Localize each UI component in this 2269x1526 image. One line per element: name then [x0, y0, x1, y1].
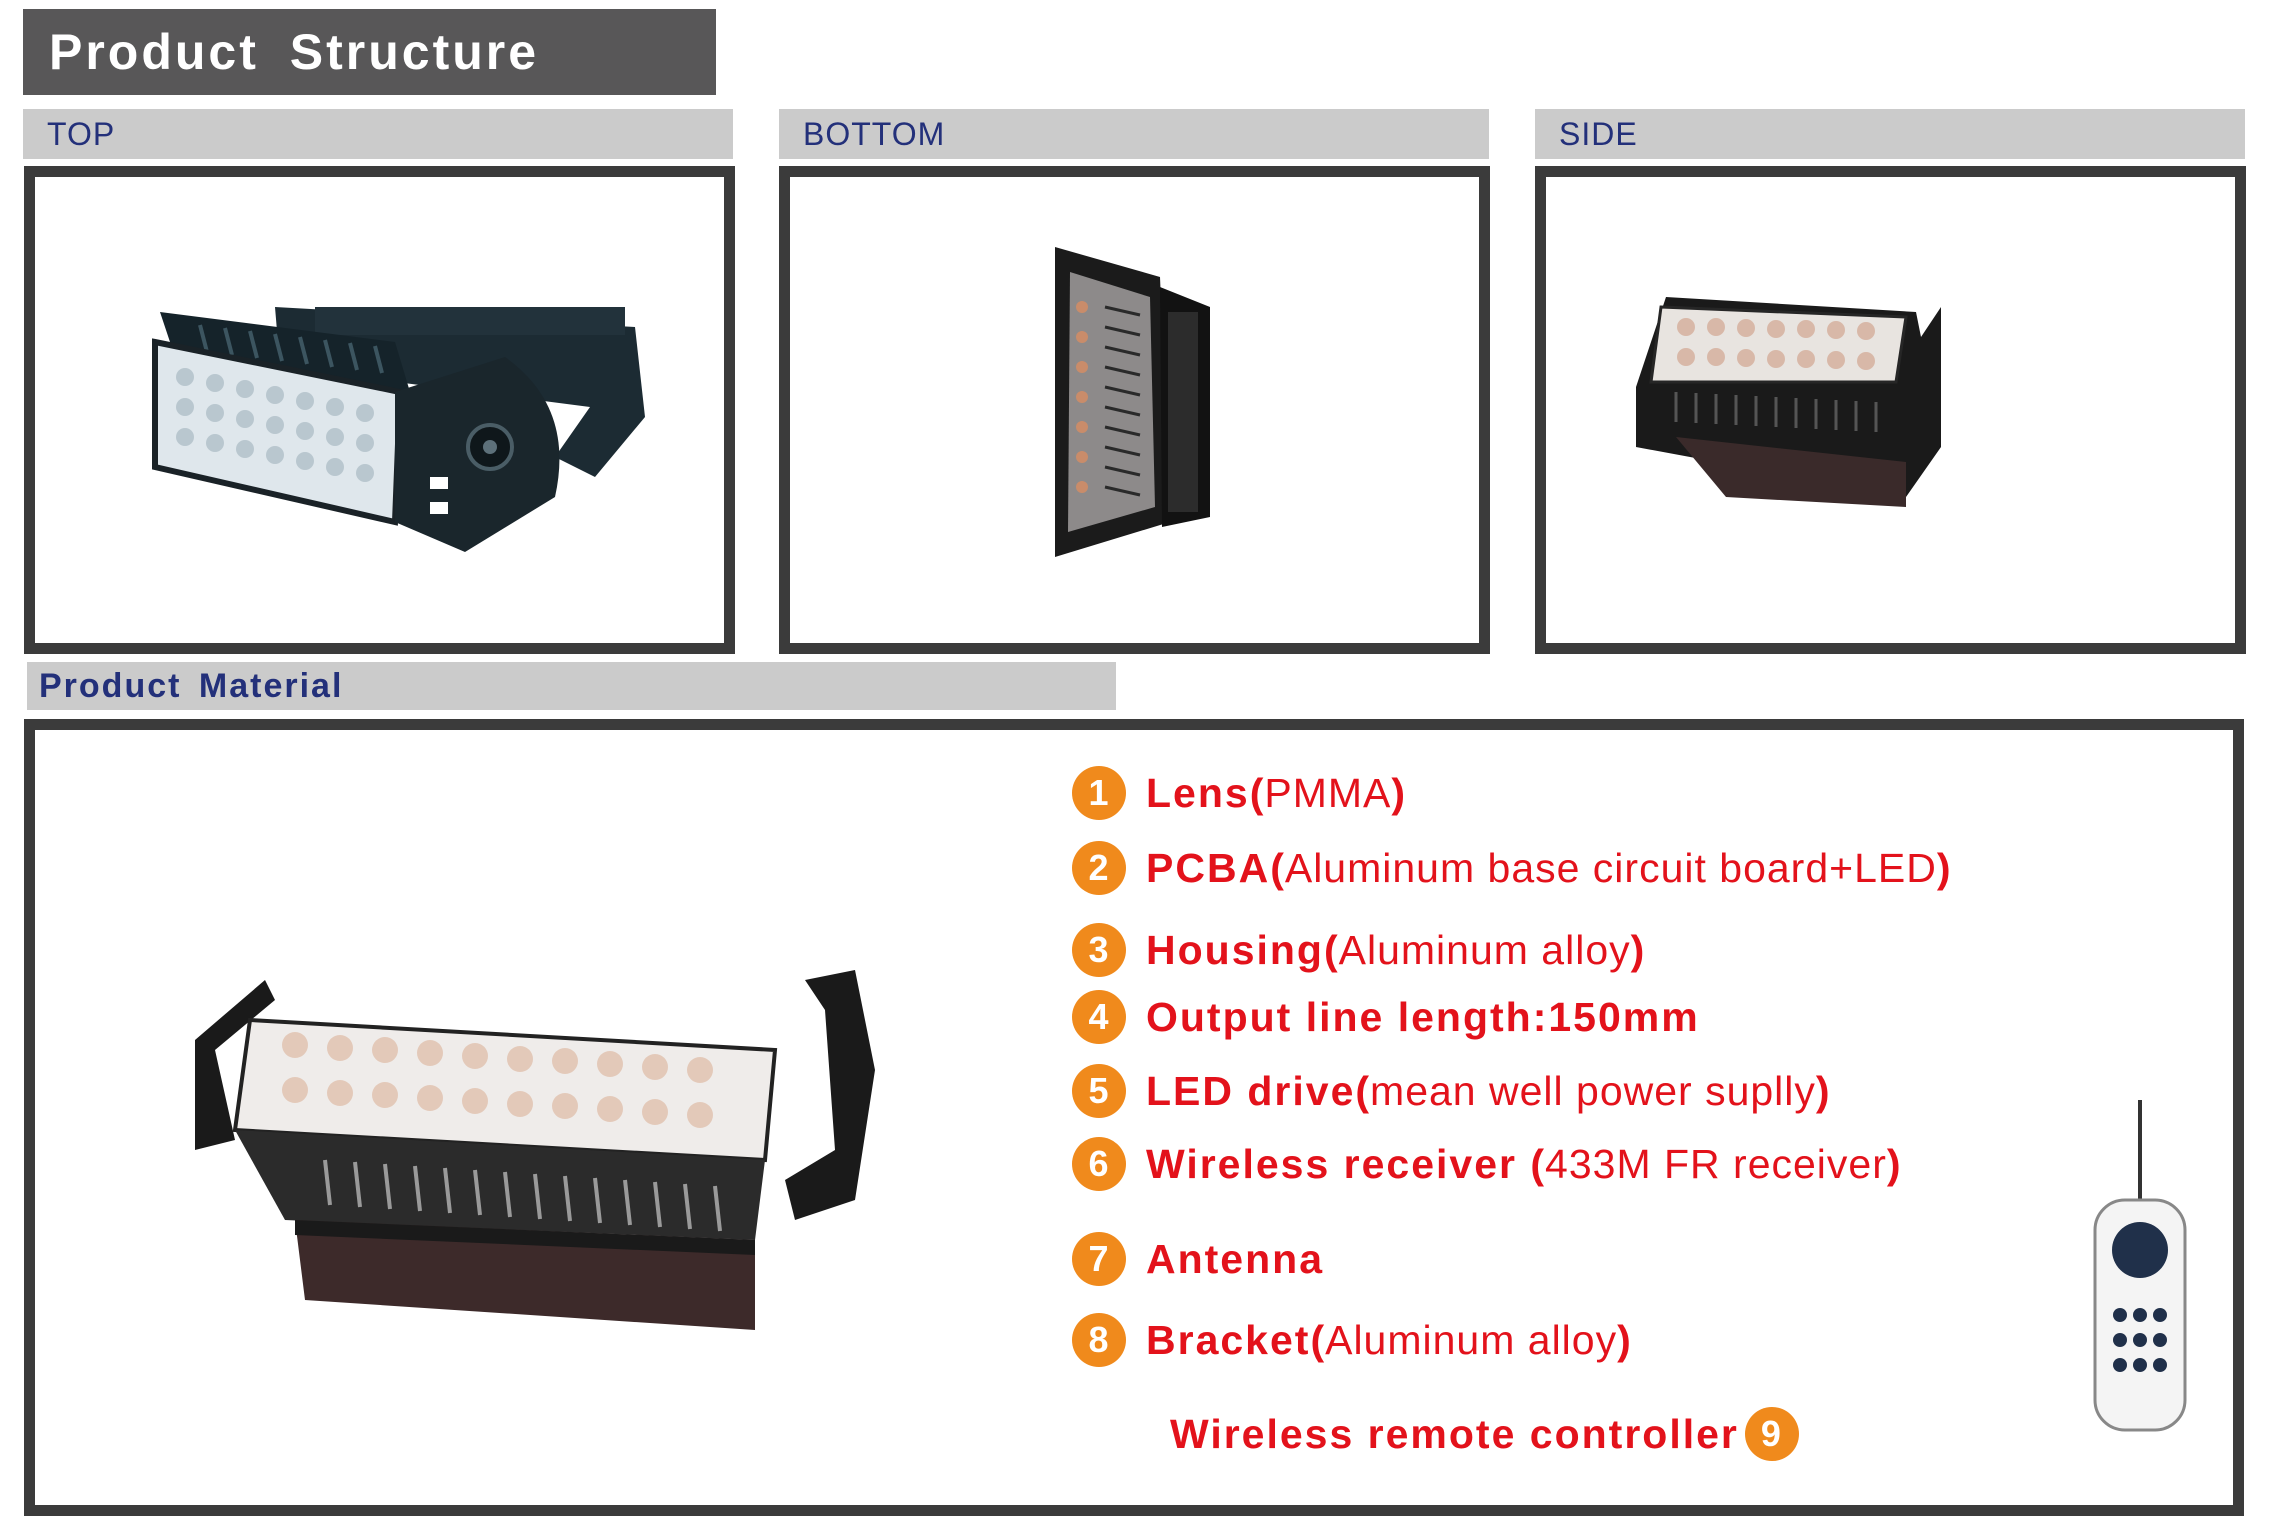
page-title: Product Structure: [23, 9, 716, 95]
bottom-view-image: [1055, 247, 1210, 557]
number-badge: 6: [1072, 1137, 1126, 1191]
top-view-frame: [24, 166, 735, 654]
material-item-3: 3 Housing(Aluminum alloy): [1072, 920, 1645, 980]
number-badge: 8: [1072, 1313, 1126, 1367]
side-view-image: [1636, 297, 1941, 507]
view-label-side: SIDE: [1535, 109, 2245, 159]
material-item-4: 4 Output line length:150mm: [1072, 987, 1700, 1047]
material-item-7: 7 Antenna: [1072, 1229, 1324, 1289]
view-label-top: TOP: [23, 109, 733, 159]
section-label-material: Product Material: [27, 662, 1116, 710]
remote-controller-image: [2093, 1100, 2187, 1432]
material-item-6: 6 Wireless receiver (433M FR receiver): [1072, 1134, 1902, 1194]
side-view-frame: [1535, 166, 2246, 654]
top-view-image: [152, 307, 645, 552]
remote-controller-label: Wireless remote controller 9: [1170, 1404, 1799, 1464]
material-item-5: 5 LED drive(mean well power suplly): [1072, 1061, 1831, 1121]
number-badge: 5: [1072, 1064, 1126, 1118]
number-badge: 2: [1072, 841, 1126, 895]
view-label-bottom: BOTTOM: [779, 109, 1489, 159]
material-item-1: 1 Lens(PMMA): [1072, 763, 1406, 823]
material-frame: [24, 719, 2244, 1516]
bottom-view-frame: [779, 166, 1490, 654]
number-badge: 3: [1072, 923, 1126, 977]
material-item-2: 2 PCBA(Aluminum base circuit board+LED): [1072, 838, 1952, 898]
number-badge: 7: [1072, 1232, 1126, 1286]
number-badge: 4: [1072, 990, 1126, 1044]
number-badge: 1: [1072, 766, 1126, 820]
material-item-8: 8 Bracket(Aluminum alloy): [1072, 1310, 1632, 1370]
number-badge: 9: [1744, 1407, 1799, 1461]
material-product-image: [195, 970, 875, 1330]
